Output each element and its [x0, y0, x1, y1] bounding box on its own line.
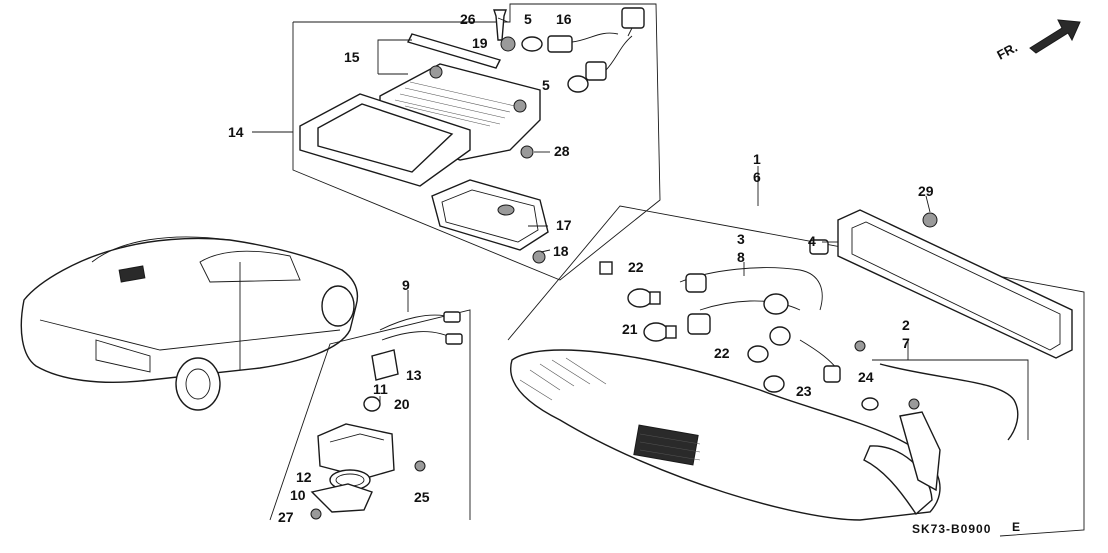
direction-label: FR.	[994, 40, 1020, 63]
callout-12: 12	[296, 469, 312, 485]
callout-5b: 5	[542, 77, 550, 93]
high-mount-stop-light-group	[292, 3, 661, 281]
callout-20: 20	[394, 396, 410, 412]
callout-labels: 1 2 3 4 5 5 6 7 8 9 10 11 12 13 14 15 16…	[228, 11, 934, 525]
callout-26: 26	[460, 11, 476, 27]
callout-25: 25	[414, 489, 430, 505]
license-light-group	[269, 309, 471, 521]
diagram-code-label: SK73-B0900 E	[912, 520, 1021, 536]
callout-24: 24	[858, 369, 874, 385]
callout-21: 21	[622, 321, 638, 337]
callout-27: 27	[278, 509, 294, 525]
tail-light-group	[507, 205, 1085, 537]
callout-3: 3	[737, 231, 745, 247]
callout-9: 9	[402, 277, 410, 293]
callout-17: 17	[556, 217, 572, 233]
callout-2: 2	[902, 317, 910, 333]
callout-6: 6	[753, 169, 761, 185]
front-arrow-icon	[1029, 19, 1081, 54]
callout-29: 29	[918, 183, 934, 199]
diagram-edition: E	[1012, 520, 1021, 534]
callout-7: 7	[902, 335, 910, 351]
callout-14: 14	[228, 124, 244, 140]
callout-11: 11	[373, 381, 388, 397]
callout-28: 28	[554, 143, 570, 159]
callout-1: 1	[753, 151, 761, 167]
callout-16: 16	[556, 11, 572, 27]
leader-lines	[252, 17, 931, 404]
callout-19: 19	[472, 35, 488, 51]
callout-4: 4	[808, 233, 816, 249]
callout-15: 15	[344, 49, 360, 65]
callout-8: 8	[737, 249, 745, 265]
callout-22a: 22	[628, 259, 644, 275]
callout-18: 18	[553, 243, 569, 259]
callout-5a: 5	[524, 11, 532, 27]
callout-23: 23	[796, 383, 812, 399]
callout-22b: 22	[714, 345, 730, 361]
callout-10: 10	[290, 487, 306, 503]
front-direction-indicator: FR.	[994, 19, 1081, 63]
diagram-code: SK73-B0900	[912, 522, 991, 536]
callout-13: 13	[406, 367, 422, 383]
car-silhouette	[20, 236, 359, 411]
